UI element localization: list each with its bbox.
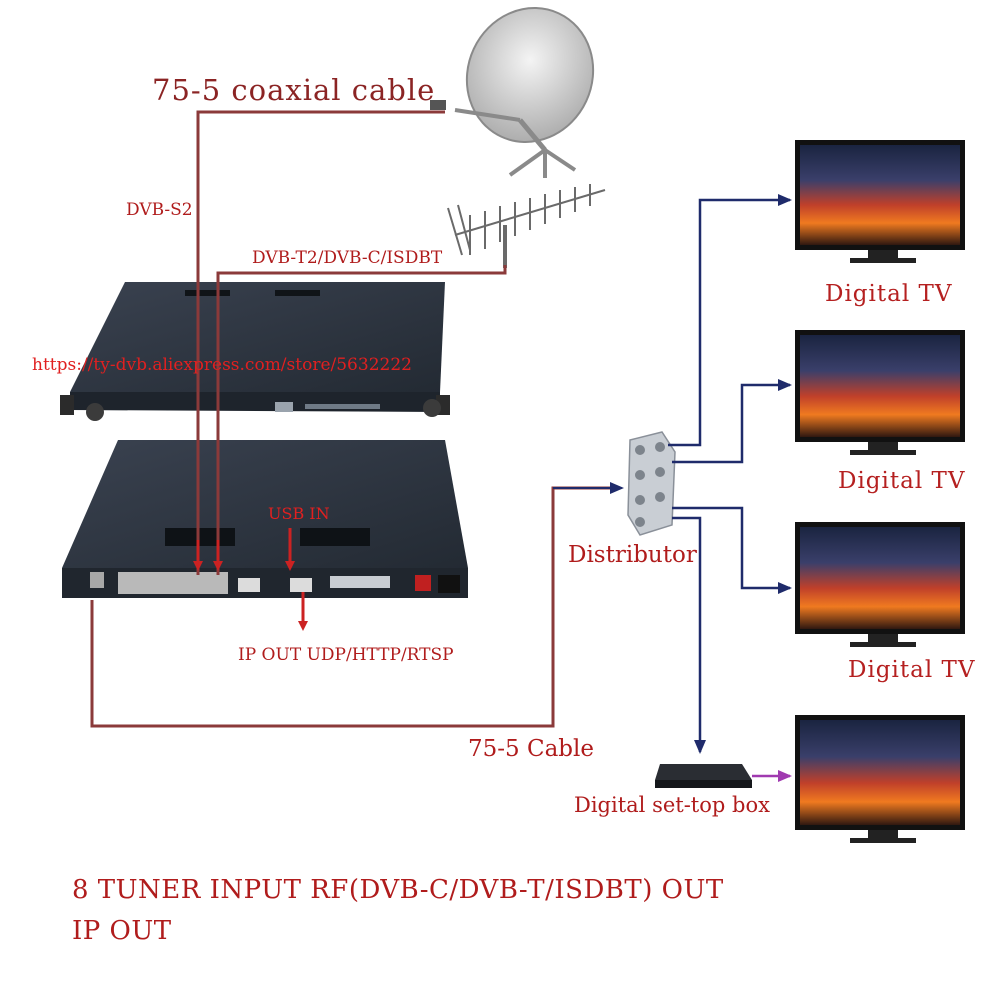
device-rear xyxy=(62,440,468,598)
dvb-s2-label: DVB-S2 xyxy=(126,200,193,220)
cable-terrestrial xyxy=(216,265,507,575)
tv-3-label: Digital TV xyxy=(848,657,976,683)
distributor-label: Distributor xyxy=(568,542,697,568)
output-arrows xyxy=(668,194,792,754)
arrow-to-tv-3 xyxy=(672,506,792,594)
distributor-icon xyxy=(627,431,676,536)
satellite-dish-icon xyxy=(430,7,595,178)
usb-in-label: USB IN xyxy=(268,504,330,523)
tv-3-icon xyxy=(795,522,965,647)
coax-cable-label: 75-5 coaxial cable xyxy=(152,73,436,107)
caption-line-2: IP OUT xyxy=(72,916,172,946)
cable-satellite xyxy=(196,110,445,575)
set-top-box-label: Digital set-top box xyxy=(574,793,770,817)
set-top-box-icon xyxy=(655,764,752,788)
tv-2-label: Digital TV xyxy=(838,468,966,494)
tv-4-icon xyxy=(795,715,965,843)
tv-1-icon xyxy=(795,140,965,263)
arrow-to-tv-2 xyxy=(672,379,792,464)
cable-75-5-label: 75-5 Cable xyxy=(468,736,594,762)
terrestrial-label: DVB-T2/DVB-C/ISDBT xyxy=(252,248,443,268)
port-arrows xyxy=(193,528,308,631)
tv-1-label: Digital TV xyxy=(825,281,953,307)
caption-line-1: 8 TUNER INPUT RF(DVB-C/DVB-T/ISDBT) OUT xyxy=(72,875,724,905)
store-url-label: https://ty-dvb.aliexpress.com/store/5632… xyxy=(32,355,412,375)
arrow-to-tv-1 xyxy=(668,194,792,447)
device-front xyxy=(60,282,450,421)
tv-2-icon xyxy=(795,330,965,455)
arrow-to-stb xyxy=(672,516,706,754)
ip-out-label: IP OUT UDP/HTTP/RTSP xyxy=(238,645,454,665)
antenna-icon xyxy=(447,184,606,268)
